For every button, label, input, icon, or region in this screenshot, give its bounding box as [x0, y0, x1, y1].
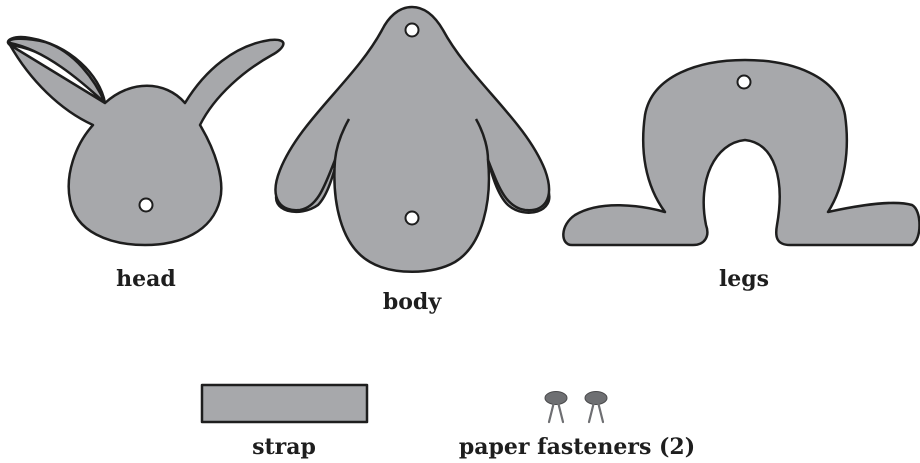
strap-piece: strap: [202, 385, 367, 460]
fasteners-label: paper fasteners (2): [459, 434, 695, 460]
body-bottom-hole: [406, 212, 419, 225]
legs-label: legs: [719, 266, 769, 292]
body-top-hole: [406, 24, 419, 37]
body-label: body: [383, 289, 442, 315]
legs-piece: legs: [563, 60, 919, 292]
body-piece: body: [276, 7, 550, 315]
legs-fastener-hole: [738, 76, 751, 89]
head-fastener-hole: [140, 199, 153, 212]
paper-fastener-icon: [585, 392, 607, 423]
head-label: head: [116, 266, 176, 292]
head-piece: head: [8, 37, 283, 292]
paper-fastener-icon: [545, 392, 567, 423]
strap-label: strap: [252, 434, 316, 460]
paper-fasteners: paper fasteners (2): [459, 392, 695, 461]
strap-shape: [202, 385, 367, 422]
head-main-shape: [9, 39, 283, 245]
body-main-shape: [276, 7, 550, 272]
